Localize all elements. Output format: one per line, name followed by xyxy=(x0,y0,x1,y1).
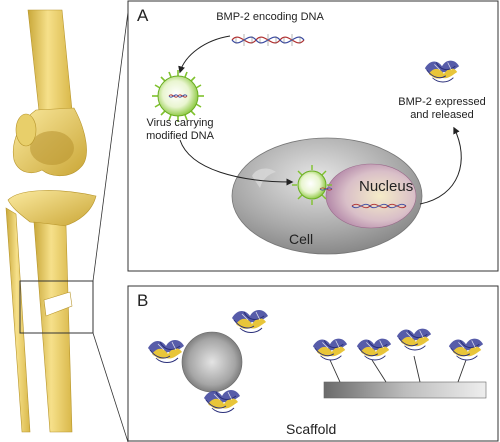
sphere-scaffold xyxy=(181,331,243,393)
scaffold-label: Scaffold xyxy=(286,421,337,437)
arrow-dna-to-virus xyxy=(178,35,231,74)
fracture-highlight-box xyxy=(19,280,94,334)
nucleus-dna-icon xyxy=(351,203,407,209)
femur-condyle-shadow xyxy=(30,131,74,165)
expressed-label-line1: BMP-2 expressed xyxy=(398,96,486,108)
patella xyxy=(15,113,37,147)
virus-icon xyxy=(152,70,204,122)
dna-label: BMP-2 encoding DNA xyxy=(216,11,324,23)
leg-bones-illustration xyxy=(5,9,129,442)
dna-helix-icon xyxy=(231,34,305,46)
panel-a xyxy=(127,0,499,272)
fibula xyxy=(5,207,31,433)
arrow-nucleus-to-release xyxy=(419,126,462,205)
virus-label-line1: Virus carrying xyxy=(146,117,214,129)
arrow-virus-to-cell xyxy=(179,139,294,186)
virus-label-line2: modified DNA xyxy=(146,130,214,142)
panel-b xyxy=(127,285,499,442)
virus-in-cell-icon xyxy=(292,165,333,205)
expressed-label-line2: and released xyxy=(410,109,474,121)
zoom-line-top xyxy=(92,11,129,282)
fracture-gap xyxy=(43,291,73,317)
tibia-plateau xyxy=(7,190,97,227)
panel-a-letter: A xyxy=(137,6,149,25)
nucleus-illustration xyxy=(325,163,417,229)
tether-lines xyxy=(329,355,467,383)
cell-label: Cell xyxy=(289,231,314,247)
zoom-line-bottom xyxy=(92,332,129,442)
tibia-shaft xyxy=(33,221,73,433)
flat-scaffold-bar xyxy=(323,381,487,399)
panel-b-letter: B xyxy=(137,291,149,310)
femur-shaft xyxy=(27,9,73,121)
nucleus-label: Nucleus xyxy=(359,178,414,195)
